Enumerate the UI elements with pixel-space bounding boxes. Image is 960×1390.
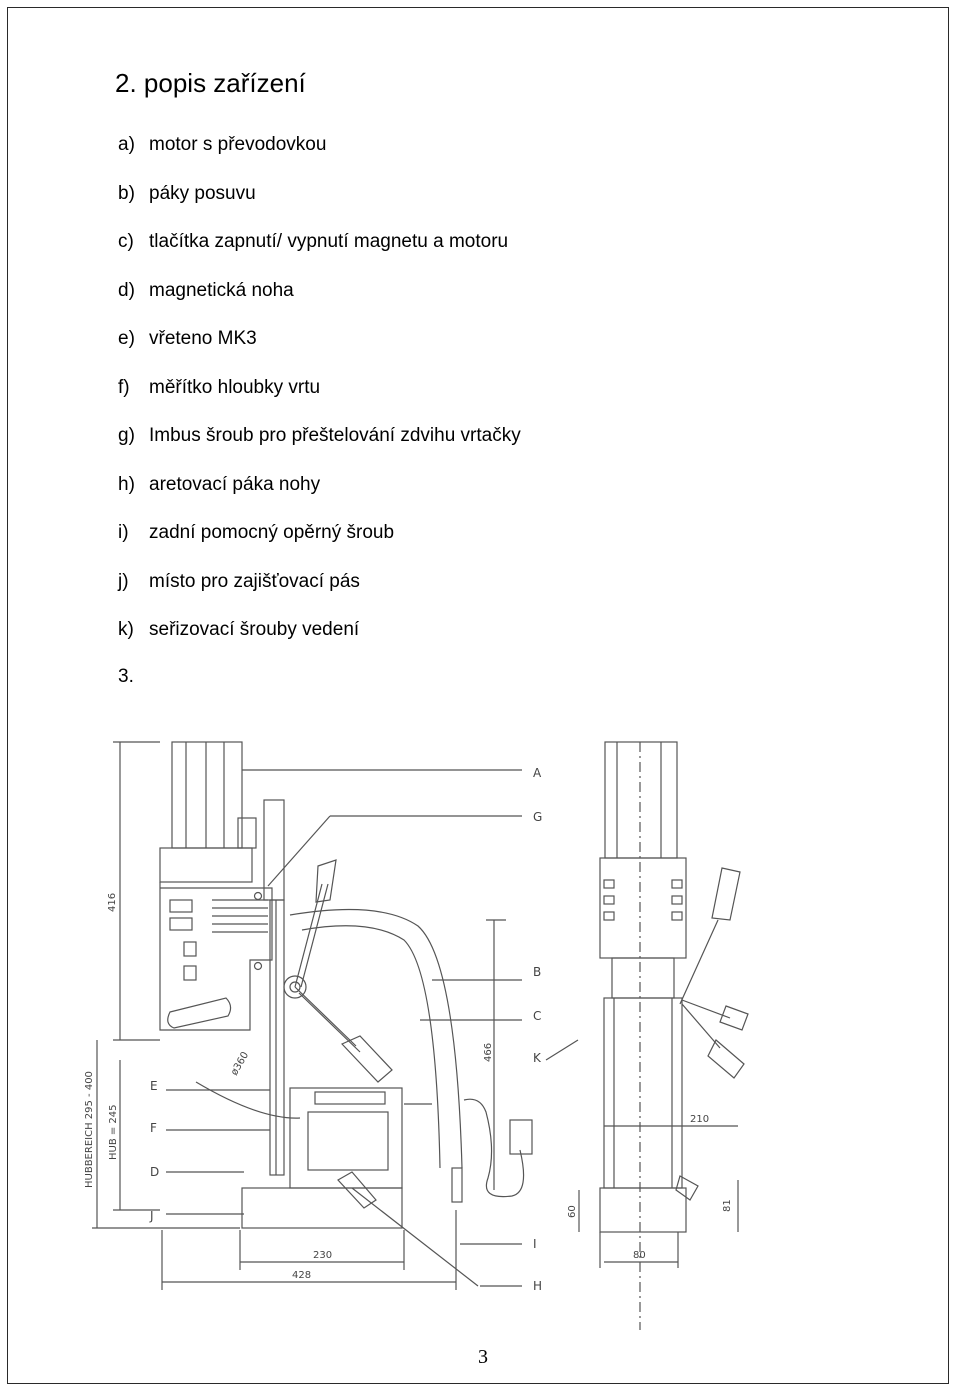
item-marker: k) bbox=[118, 619, 134, 640]
callout-f: F bbox=[150, 1121, 157, 1135]
side-lever-handle-top bbox=[711, 867, 741, 921]
list-item: e) vřeteno MK3 bbox=[118, 328, 521, 377]
item-text: páky posuvu bbox=[149, 182, 256, 204]
item-marker: f) bbox=[118, 376, 130, 398]
gearbox-body bbox=[159, 882, 273, 1031]
callout-a: A bbox=[533, 766, 542, 780]
side-locking-lever bbox=[675, 1175, 699, 1201]
item-text: magnetická noha bbox=[149, 279, 294, 301]
list-item: i) zadní pomocný opěrný šroub bbox=[118, 522, 521, 571]
item-text: motor s převodovkou bbox=[149, 134, 327, 155]
item-marker: c) bbox=[118, 231, 134, 252]
dimension-label-stroke: HUB = 245 bbox=[108, 1104, 119, 1160]
item-text: vřeteno MK3 bbox=[149, 328, 257, 349]
side-magnetic-foot bbox=[599, 1187, 687, 1233]
item-marker: g) bbox=[118, 425, 135, 446]
page-frame bbox=[7, 7, 949, 1384]
feed-lever-handle-right bbox=[340, 1035, 393, 1083]
dimension-label-428: 428 bbox=[292, 1270, 311, 1281]
item-text: měřítko hloubky vrtu bbox=[149, 376, 321, 398]
motor-housing bbox=[171, 741, 243, 849]
callout-k: K bbox=[533, 1051, 542, 1065]
component-list: a) motor s převodovkou b) páky posuvu c) tl… bbox=[118, 134, 521, 668]
callout-d: D bbox=[150, 1165, 159, 1179]
feed-lever-handle-top bbox=[315, 859, 337, 903]
plug bbox=[509, 1119, 533, 1155]
callout-j: J bbox=[149, 1209, 154, 1223]
side-motor bbox=[604, 741, 678, 859]
side-gearbox bbox=[599, 857, 687, 959]
callout-c: C bbox=[533, 1009, 541, 1023]
dimension-label-80: 80 bbox=[633, 1250, 646, 1261]
item-marker: e) bbox=[118, 328, 135, 349]
list-item: b) páky posuvu bbox=[118, 183, 521, 232]
dimension-label-stroke-range: HUBBEREICH 295 - 400 bbox=[84, 1071, 95, 1188]
item-text: zadní pomocný opěrný šroub bbox=[149, 522, 395, 543]
item-marker: h) bbox=[118, 473, 135, 495]
locking-lever bbox=[337, 1171, 377, 1209]
item-text: tlačítka zapnutí/ vypnutí magnetu a moto… bbox=[149, 231, 509, 252]
dimension-label-210: 210 bbox=[690, 1114, 709, 1125]
list-item: h) aretovací páka nohy bbox=[118, 474, 521, 523]
side-lever-handle-lower bbox=[707, 1039, 745, 1079]
section-heading: 2. popis zařízení bbox=[115, 68, 306, 98]
item-text: Imbus šroub pro přeštelování zdvihu vrta… bbox=[149, 425, 521, 446]
dimension-label-230: 230 bbox=[313, 1250, 332, 1261]
list-item: d) magnetická noha bbox=[118, 280, 521, 329]
item-marker: b) bbox=[118, 182, 135, 204]
list-item: k) seřizovací šrouby vedení bbox=[118, 619, 521, 668]
dimension-label-466: 466 bbox=[483, 1043, 494, 1062]
item-marker: d) bbox=[118, 279, 135, 301]
list-item: j) místo pro zajišťovací pás bbox=[118, 571, 521, 620]
item-marker: i) bbox=[118, 522, 129, 543]
item-text: aretovací páka nohy bbox=[149, 473, 321, 495]
callout-g: G bbox=[533, 810, 542, 824]
item-marker: a) bbox=[118, 134, 135, 155]
dimension-label-416: 416 bbox=[107, 893, 118, 912]
dimension-label-60: 60 bbox=[567, 1205, 578, 1218]
callout-i: I bbox=[533, 1237, 537, 1251]
item-text: místo pro zajišťovací pás bbox=[149, 570, 360, 592]
item-marker: j) bbox=[118, 570, 129, 592]
item-text: seřizovací šrouby vedení bbox=[149, 619, 360, 640]
list-item: c) tlačítka zapnutí/ vypnutí magnetu a mo… bbox=[118, 231, 521, 280]
callout-h: H bbox=[533, 1279, 542, 1293]
list-item: f) měřítko hloubky vrtu bbox=[118, 377, 521, 426]
list-item: a) motor s převodovkou bbox=[118, 134, 521, 183]
lever-hub bbox=[283, 975, 307, 999]
page-number: 3 bbox=[478, 1346, 488, 1368]
callout-b: B bbox=[533, 965, 541, 979]
side-column bbox=[603, 997, 683, 1189]
side-lever-handle-right bbox=[719, 1005, 749, 1031]
callout-e: E bbox=[150, 1079, 158, 1093]
dimension-label-81: 81 bbox=[722, 1199, 733, 1212]
section-3-label: 3. bbox=[118, 666, 134, 687]
power-cable bbox=[463, 1098, 525, 1198]
dimension-label-diameter: ø360 bbox=[229, 1050, 251, 1077]
feed-lever-handle-left bbox=[167, 997, 232, 1029]
list-item: g) Imbus šroub pro přeštelování zdvihu vr… bbox=[118, 425, 521, 474]
frame-arc bbox=[289, 908, 463, 1169]
magnetic-foot bbox=[241, 1187, 403, 1229]
drill-bit bbox=[451, 1167, 463, 1203]
